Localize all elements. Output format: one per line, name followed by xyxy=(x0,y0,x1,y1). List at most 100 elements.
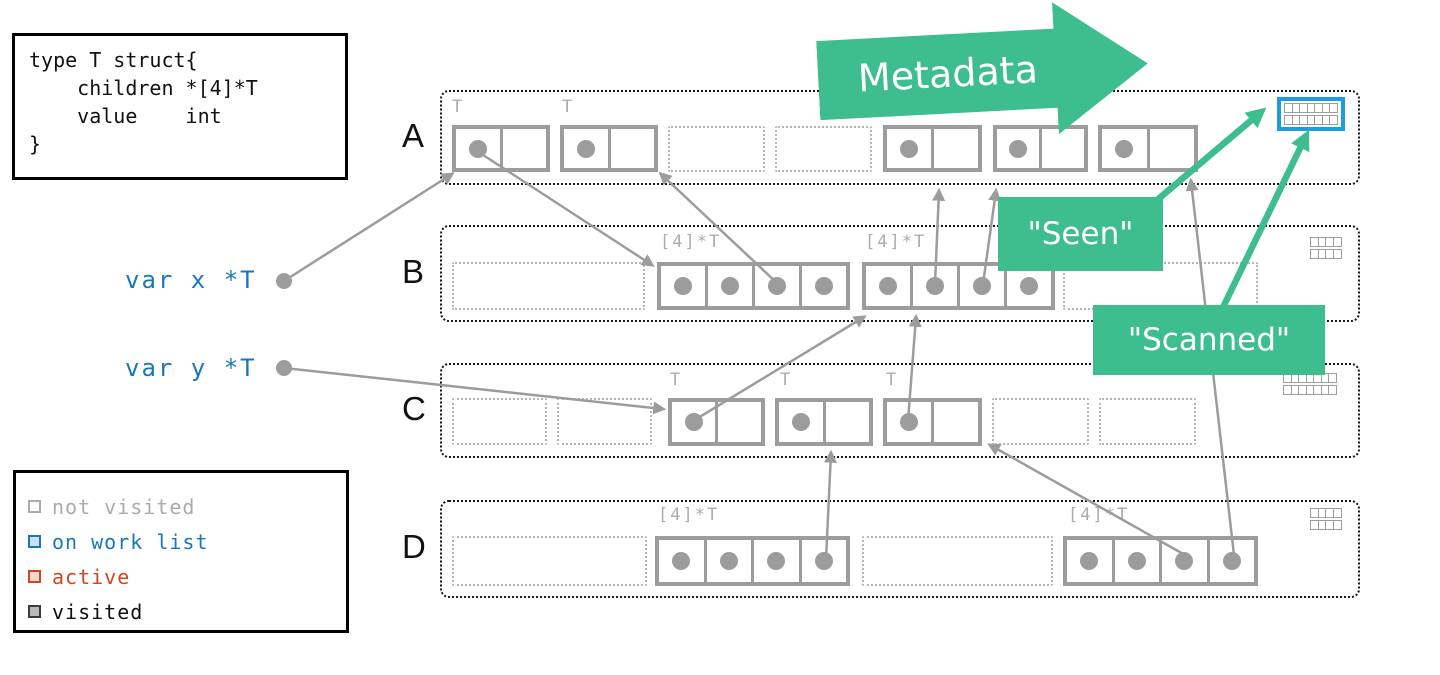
empty-slot-D-2 xyxy=(862,536,1053,586)
object-cell xyxy=(957,266,1004,306)
metadata-block-arrow: Metadata xyxy=(815,0,1151,147)
metadata-grid-cell xyxy=(1332,520,1342,530)
scanned-callout-label: "Scanned" xyxy=(1127,322,1291,358)
empty-slot-C-1 xyxy=(557,398,652,445)
object-cell xyxy=(456,129,500,168)
pointer-dot xyxy=(1020,277,1038,295)
object-box-D-1 xyxy=(655,536,850,586)
type-definition-code-box: type T struct{ children *[4]*T value int… xyxy=(12,33,348,180)
pointer-dot xyxy=(684,413,703,431)
object-cell xyxy=(705,266,752,306)
legend-item-label: active xyxy=(52,564,131,589)
object-cell xyxy=(1206,540,1255,582)
metadata-grid-row xyxy=(1310,520,1342,530)
object-cell xyxy=(997,129,1039,168)
pointer-dot xyxy=(674,277,692,295)
pointer-dot xyxy=(672,552,691,570)
pointer-dot xyxy=(721,277,739,295)
empty-slot-C-5 xyxy=(992,398,1089,445)
pointer-dot xyxy=(1115,139,1134,158)
object-box-A-1 xyxy=(560,125,658,172)
seen-callout-label: "Seen" xyxy=(1027,216,1134,252)
pointer-dot xyxy=(1222,552,1241,570)
pointer-dot xyxy=(719,552,738,570)
pointer-dot xyxy=(1009,139,1027,158)
empty-slot-D-0 xyxy=(452,536,647,586)
empty-slot-C-0 xyxy=(452,398,547,445)
legend-item-1: on work list xyxy=(28,524,334,559)
pointer-dot xyxy=(900,139,918,158)
legend-item-3: visited xyxy=(28,594,334,629)
pointer-dot xyxy=(576,139,595,158)
heap-span-D xyxy=(440,500,1360,598)
heap-span-C xyxy=(440,363,1360,458)
metadata-grid-cell xyxy=(1332,249,1342,259)
metadata-grid-cell xyxy=(1328,373,1337,383)
object-cell xyxy=(822,402,870,442)
var-pointer-dot xyxy=(276,273,292,289)
legend-swatch-icon xyxy=(28,500,41,513)
object-box-D-3 xyxy=(1063,536,1258,586)
metadata-grid-row xyxy=(1284,103,1338,113)
heap-span-label-C: C xyxy=(402,389,426,427)
object-cell xyxy=(1102,129,1147,168)
object-cell xyxy=(931,129,978,168)
pointer-dot xyxy=(768,277,786,295)
empty-slot-C-6 xyxy=(1099,398,1196,445)
type-tag: [4]*T xyxy=(865,232,927,252)
seen-callout: "Seen" xyxy=(998,197,1163,271)
heap-span-label-D: D xyxy=(402,528,426,565)
pointer-dot xyxy=(1127,552,1146,570)
object-box-A-4 xyxy=(883,125,982,172)
metadata-grid-row xyxy=(1310,508,1342,518)
object-box-C-4 xyxy=(883,398,982,446)
type-tag: T xyxy=(562,97,575,117)
metadata-grid-cell xyxy=(1329,103,1338,113)
legend-swatch-icon xyxy=(28,535,41,548)
metadata-grid-row xyxy=(1283,385,1337,395)
empty-slot-A-2 xyxy=(668,126,765,172)
legend-swatch-icon xyxy=(28,570,41,583)
object-cell xyxy=(607,129,655,168)
pointer-dot xyxy=(791,413,810,431)
object-cell xyxy=(1067,540,1112,582)
object-cell xyxy=(672,402,715,442)
metadata-grid-row xyxy=(1310,249,1342,259)
object-box-A-6 xyxy=(1098,125,1198,172)
pointer-dot xyxy=(1175,552,1194,570)
empty-slot-A-3 xyxy=(775,126,872,172)
object-cell xyxy=(910,266,957,306)
object-cell xyxy=(798,540,847,582)
type-tag: T xyxy=(780,370,793,390)
pointer-dot xyxy=(973,277,991,295)
object-cell xyxy=(887,129,931,168)
legend-item-2: active xyxy=(28,559,334,594)
object-cell xyxy=(1004,266,1051,306)
legend-item-label: on work list xyxy=(52,529,209,554)
metadata-grid-C xyxy=(1283,373,1337,395)
type-tag: [4]*T xyxy=(1068,505,1130,525)
metadata-grid-A xyxy=(1277,97,1345,131)
pointer-dot xyxy=(468,139,487,158)
object-cell xyxy=(1146,129,1195,168)
metadata-grid-D xyxy=(1310,508,1342,530)
object-box-B-2 xyxy=(862,262,1055,310)
object-cell xyxy=(659,540,704,582)
object-cell xyxy=(799,266,846,306)
stack-var-label-0: var x *T xyxy=(125,266,257,294)
var-pointer-dot xyxy=(276,360,292,376)
metadata-grid-cell xyxy=(1329,115,1338,125)
pointer-arrow-0 xyxy=(283,172,455,283)
object-cell xyxy=(1039,129,1084,168)
legend-swatch-icon xyxy=(28,605,41,618)
object-cell xyxy=(931,402,978,442)
object-cell xyxy=(661,266,705,306)
stack-var-label-1: var y *T xyxy=(125,354,257,382)
scanned-callout: "Scanned" xyxy=(1093,305,1325,375)
object-cell xyxy=(1159,540,1207,582)
type-tag: T xyxy=(452,97,465,117)
metadata-arrow-label: Metadata xyxy=(856,47,1039,101)
object-cell xyxy=(499,129,547,168)
pointer-dot xyxy=(900,413,918,431)
